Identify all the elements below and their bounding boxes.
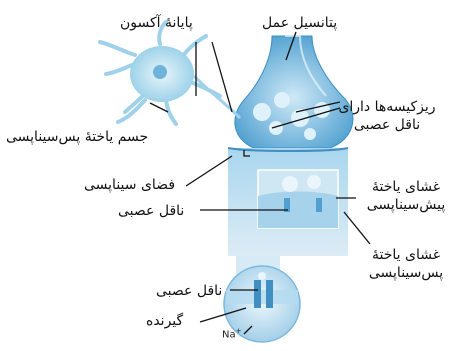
label-vesicles: ریزکیسه‌ها دارای ناقل عصبی — [318, 98, 456, 134]
label-neurotransmitter-receptor: ناقل عصبی — [156, 282, 222, 300]
label-presynaptic-line1: غشای یاختهٔ — [356, 178, 456, 196]
label-action-potential: پتانسیل عمل — [262, 14, 337, 32]
sodium-charge: + — [236, 327, 242, 335]
label-presynaptic-membrane: غشای یاختهٔ پیش‌سیناپسی — [356, 178, 456, 214]
label-postsynaptic-line2: پس‌سیناپسی — [356, 264, 456, 282]
label-postsynaptic-membrane: غشای یاختهٔ پس‌سیناپسی — [356, 246, 456, 282]
label-neurotransmitter: ناقل عصبی — [118, 202, 184, 220]
sodium-symbol: Na — [222, 329, 236, 340]
label-synaptic-space: فضای سیناپسی — [84, 176, 175, 194]
label-postsynaptic-line1: غشای یاختهٔ — [356, 246, 456, 264]
label-vesicles-line1: ریزکیسه‌ها دارای — [318, 98, 456, 116]
label-postsynaptic-cell-body: جسم یاختهٔ پس‌سیناپسی — [6, 128, 148, 146]
label-axon-terminal: پایانهٔ آکسون — [120, 14, 193, 32]
membrane-zoom-inset — [258, 170, 338, 228]
label-presynaptic-line2: پیش‌سیناپسی — [356, 196, 456, 214]
label-receptor: گیرنده — [146, 312, 183, 330]
label-sodium-ion: Na+ — [222, 322, 241, 344]
label-vesicles-line2: ناقل عصبی — [318, 116, 456, 134]
